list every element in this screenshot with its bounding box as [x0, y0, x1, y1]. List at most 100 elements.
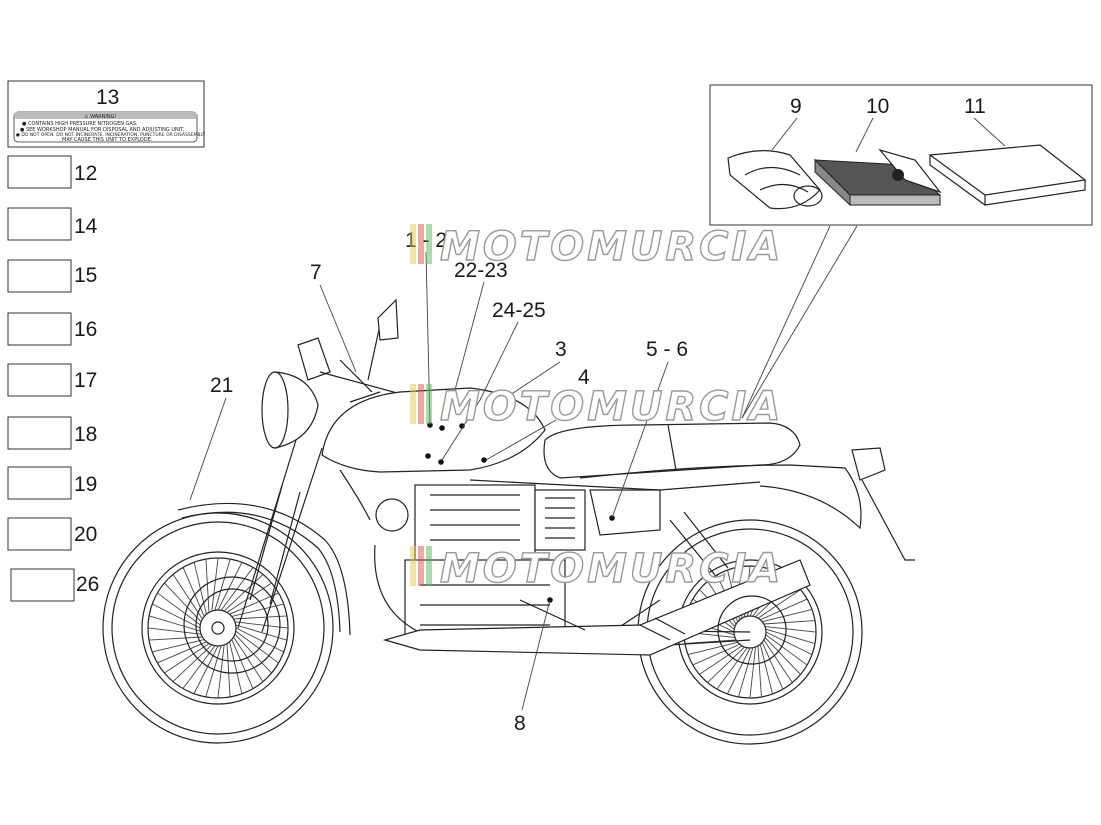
- warning-line-4: MAY CAUSE THIS UNIT TO EXPLODE.: [62, 137, 153, 143]
- wheel-spoke: [231, 603, 284, 617]
- watermark-3: MOTOMURCIA: [410, 545, 783, 593]
- sticker-box-16: 16: [7, 312, 97, 346]
- sticker-box-14: 14: [7, 207, 98, 241]
- svg-text:MOTOMURCIA: MOTOMURCIA: [440, 546, 783, 592]
- wheel-spoke: [760, 598, 808, 621]
- warning-heading: ⚠ WARNING!: [84, 114, 116, 120]
- wheel-spoke: [764, 626, 817, 633]
- callout-10: 10: [866, 95, 889, 118]
- wheel-spoke: [147, 627, 202, 635]
- watermark-2: MOTOMURCIA: [410, 383, 783, 431]
- svg-text:MOTOMURCIA: MOTOMURCIA: [440, 384, 783, 430]
- callout-13: 13: [96, 86, 119, 109]
- callout-4: 4: [578, 366, 590, 389]
- wheel-spoke: [759, 644, 773, 695]
- wheel-spoke: [692, 643, 740, 666]
- wheel-spoke: [211, 557, 219, 612]
- wheel-spoke: [233, 636, 264, 682]
- wheel-spoke: [763, 639, 793, 683]
- warning-line-3: ● DO NOT OPEN. DO NOT INCINERATE. INCINE…: [16, 132, 205, 138]
- watermark-1: MOTOMURCIA: [410, 223, 783, 271]
- wheel-spoke: [157, 592, 201, 626]
- wheel-spoke: [172, 644, 213, 682]
- engine-block: [375, 484, 586, 641]
- wheel-spoke: [172, 574, 203, 620]
- wheel-spoke: [152, 639, 205, 653]
- svg-text:MOTOMURCIA: MOTOMURCIA: [440, 224, 783, 270]
- wheel-spoke: [226, 643, 231, 697]
- owner-manual-item-10: [813, 148, 942, 207]
- motorcycle-drawing: [102, 298, 915, 745]
- wheel-spoke: [726, 647, 751, 695]
- wheel-spoke: [157, 641, 207, 664]
- wheel-spoke: [716, 647, 748, 690]
- wheel-spoke: [764, 637, 801, 675]
- warning-label-13: 13 ⚠ WARNING! ● CONTAINS HIGH PRESSURE N…: [7, 80, 205, 148]
- sticker-box-12: 12: [7, 155, 97, 189]
- callout-5-6: 5 - 6: [646, 338, 688, 361]
- wheel-spoke: [765, 631, 813, 656]
- svg-text:18: 18: [74, 423, 97, 446]
- wheel-spoke: [765, 628, 816, 644]
- wheel-spoke: [223, 574, 264, 612]
- callout-22-23: 22-23: [454, 259, 508, 282]
- wheel-spoke: [164, 582, 202, 623]
- svg-text:19: 19: [74, 473, 97, 496]
- kit-box: 9 10 11: [709, 84, 1093, 419]
- wheel-spoke: [149, 636, 203, 641]
- wheel-spoke: [762, 609, 813, 623]
- front-wheel: [102, 512, 334, 744]
- wheel-spoke: [193, 645, 219, 694]
- sticker-box-15: 15: [7, 259, 97, 293]
- svg-text:15: 15: [74, 264, 97, 287]
- svg-text:26: 26: [76, 573, 99, 596]
- sticker-box-17: 17: [7, 363, 97, 397]
- svg-text:20: 20: [74, 523, 97, 546]
- wheel-spoke: [152, 603, 201, 629]
- wheel-spoke: [226, 582, 272, 613]
- wheel-spoke: [757, 645, 762, 698]
- bike-callouts: 1 - 2 22-23 24-25 3 4 5 - 6 7 8 21: [189, 229, 688, 735]
- wheel-spoke: [757, 589, 801, 619]
- sticker-box-18: 18: [7, 416, 97, 450]
- sticker-box-26: 26: [10, 568, 99, 602]
- warning-line-1: ● CONTAINS HIGH PRESSURE NITROGEN GAS.: [22, 121, 138, 127]
- callout-7: 7: [310, 261, 322, 284]
- wheel-spoke: [765, 634, 808, 666]
- wheel-spoke: [687, 641, 738, 655]
- wheel-spoke: [214, 558, 231, 611]
- callout-9: 9: [790, 95, 802, 118]
- sticker-box-19: 19: [7, 466, 97, 500]
- wheel-spoke: [749, 646, 756, 699]
- tool-roll-item-9: [727, 150, 823, 210]
- wheel-spoke: [684, 639, 737, 644]
- wheel-spoke: [235, 627, 284, 653]
- wheel-spoke: [761, 642, 784, 690]
- warning-line-2: ● SEE WORKSHOP MANUAL FOR DISPOSAL AND A…: [20, 127, 185, 133]
- document-bag-item-11: [928, 144, 1087, 206]
- svg-text:14: 14: [74, 215, 98, 238]
- wheel-spoke: [164, 643, 210, 674]
- wheel-spoke: [231, 639, 254, 689]
- wheel-spoke: [148, 615, 201, 632]
- callout-21: 21: [210, 374, 233, 397]
- callout-8: 8: [514, 712, 526, 735]
- wheel-spoke: [233, 615, 287, 620]
- wheel-spoke: [234, 621, 289, 629]
- svg-text:12: 12: [74, 162, 97, 185]
- svg-text:17: 17: [74, 369, 97, 392]
- callout-3: 3: [555, 338, 567, 361]
- sticker-box-20: 20: [7, 517, 97, 551]
- svg-text:16: 16: [74, 318, 97, 341]
- wheel-spoke: [738, 647, 754, 698]
- wheel-spoke: [205, 645, 222, 698]
- wheel-spoke: [205, 559, 210, 613]
- wheel-spoke: [229, 641, 243, 694]
- callout-24-25: 24-25: [492, 299, 546, 322]
- wheel-spoke: [699, 645, 743, 675]
- wheel-spoke: [217, 562, 243, 611]
- wheel-spoke: [763, 620, 816, 625]
- wheel-spoke: [235, 630, 279, 664]
- wheel-spoke: [707, 646, 745, 683]
